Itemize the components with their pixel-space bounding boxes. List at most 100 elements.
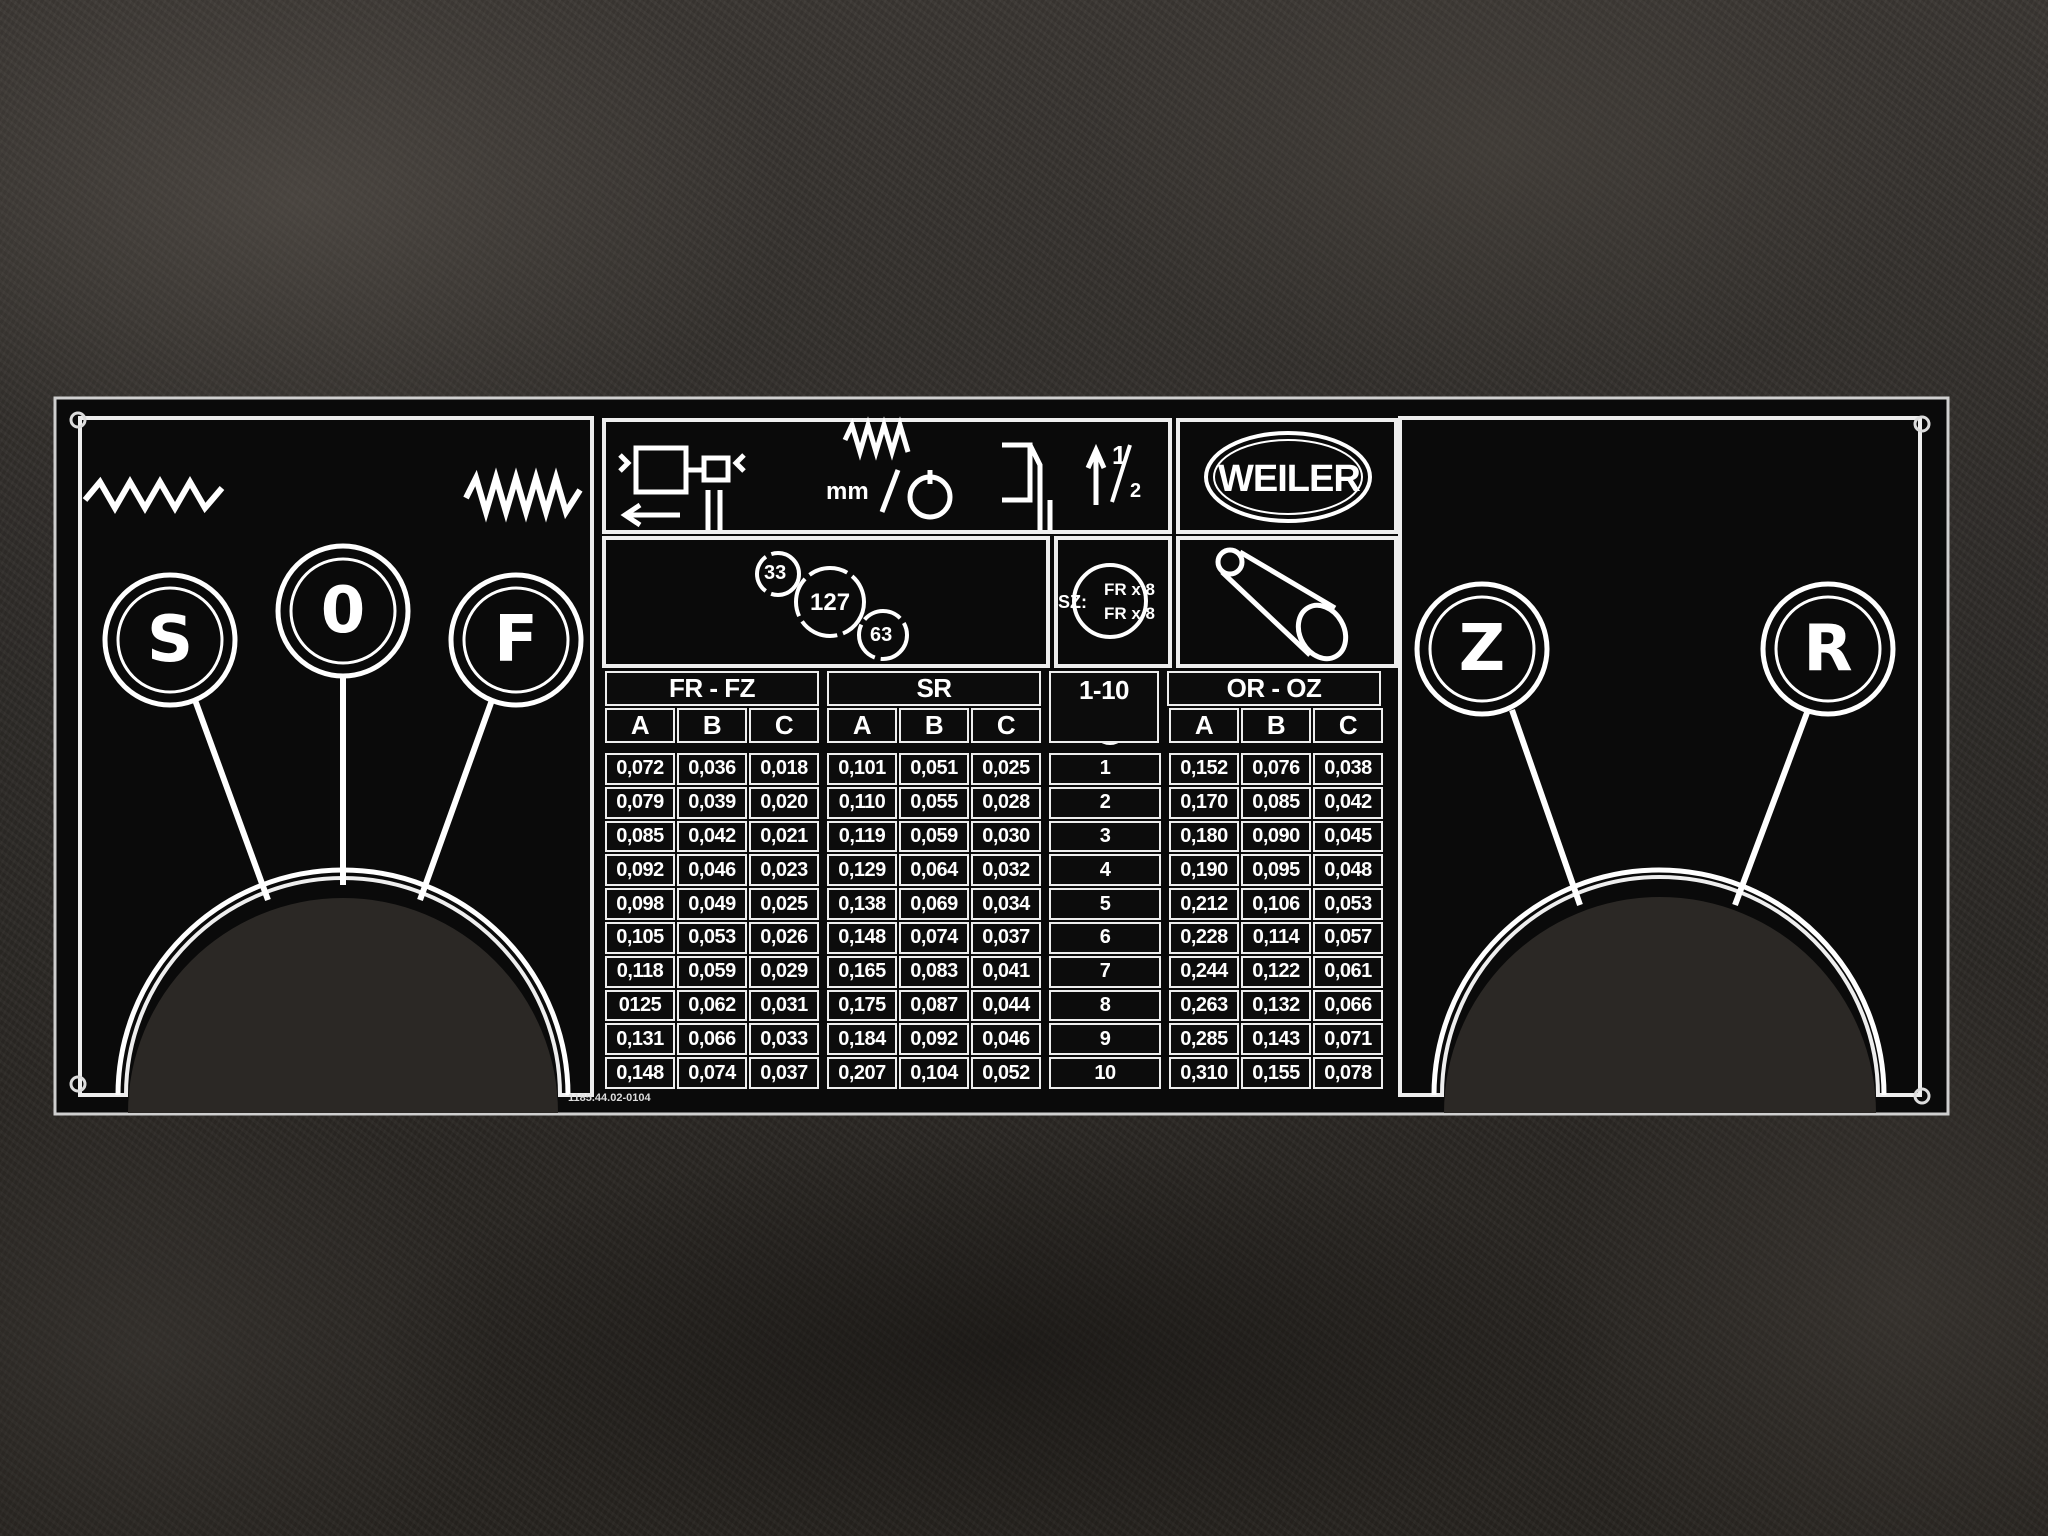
position-number: 10: [1049, 1057, 1161, 1089]
sr-value: 0,051: [899, 753, 969, 785]
subcol-header-b: B: [677, 708, 747, 743]
or-value: 0,076: [1241, 753, 1311, 785]
fr-value: 0,033: [749, 1023, 819, 1056]
or-value: 0,310: [1169, 1057, 1239, 1089]
fr-value: 0,042: [677, 820, 747, 853]
group-header: OR - OZ: [1167, 671, 1381, 706]
or-value: 0,228: [1169, 921, 1239, 954]
or-value: 0,244: [1169, 955, 1239, 988]
or-value: 0,170: [1169, 786, 1239, 819]
per-revolution-icon: [879, 469, 953, 520]
left-cutout: [128, 898, 558, 1113]
position-number: 5: [1049, 888, 1161, 920]
or-value: 0,085: [1241, 786, 1311, 819]
gear-63-label: 63: [870, 624, 893, 646]
tool-post-icon: [1002, 442, 1053, 530]
fr-value: 0,029: [749, 955, 819, 988]
fr-value: 0,039: [677, 786, 747, 819]
screw-holes: [69, 411, 1931, 1105]
or-value: 0,212: [1169, 888, 1239, 920]
knob-z-label[interactable]: Z: [1458, 612, 1506, 686]
fr-value: 0,026: [749, 921, 819, 954]
knob-s-label[interactable]: S: [146, 603, 194, 677]
fraction-denominator: 2: [1130, 480, 1142, 502]
subcol-header-b: B: [899, 708, 969, 743]
sr-value: 0,138: [827, 888, 897, 920]
fr-value: 0,053: [677, 921, 747, 954]
sr-value: 0,104: [899, 1057, 969, 1089]
sr-value: 0,037: [971, 921, 1041, 954]
group-header: SR: [827, 671, 1041, 706]
position-number: 8: [1049, 989, 1161, 1022]
subcol-header-c: C: [971, 708, 1041, 743]
or-value: 0,106: [1241, 888, 1311, 920]
mm-label: mm: [826, 478, 869, 505]
sr-value: 0,032: [971, 854, 1041, 887]
or-value: 0,045: [1313, 820, 1383, 853]
sr-value: 0,083: [899, 955, 969, 988]
fr-value: 0,066: [677, 1023, 747, 1056]
position-number: 3: [1049, 820, 1161, 853]
sr-value: 0,025: [971, 753, 1041, 785]
header-frames: [602, 418, 1398, 668]
sr-value: 0,069: [899, 888, 969, 920]
subcol-header-a: A: [1169, 708, 1239, 743]
or-value: 0,263: [1169, 989, 1239, 1022]
fr-value: 0,118: [605, 955, 675, 988]
sz-label: SZ:: [1058, 592, 1087, 612]
or-value: 0,048: [1313, 854, 1383, 887]
brand-logo-text: WEILER: [1218, 458, 1361, 500]
lever-lines: [192, 675, 1811, 907]
slow-feed-zigzag-icon: [82, 475, 225, 515]
sr-value: 0,184: [827, 1023, 897, 1056]
or-value: 0,053: [1313, 888, 1383, 920]
subcol-header-a: A: [827, 708, 897, 743]
right-panel-outline: [1398, 416, 1922, 1097]
fr-value: 0,098: [605, 888, 675, 920]
or-value: 0,122: [1241, 955, 1311, 988]
knob-0-label[interactable]: 0: [320, 574, 366, 648]
or-value: 0,190: [1169, 854, 1239, 887]
or-value: 0,180: [1169, 820, 1239, 853]
knob-f-label[interactable]: F: [494, 603, 538, 677]
fr-value: 0,046: [677, 854, 747, 887]
sr-value: 0,046: [971, 1023, 1041, 1056]
sr-value: 0,087: [899, 989, 969, 1022]
sr-value: 0,034: [971, 888, 1041, 920]
or-value: 0,114: [1241, 921, 1311, 954]
gear-127-label: 127: [810, 589, 851, 616]
group-header: FR - FZ: [605, 671, 819, 706]
fr-value: 0,036: [677, 753, 747, 785]
fr-value: 0,148: [605, 1057, 675, 1089]
or-value: 0,095: [1241, 854, 1311, 887]
or-value: 0,143: [1241, 1023, 1311, 1056]
belt-drive-icon: [1215, 547, 1349, 662]
or-value: 0,155: [1241, 1057, 1311, 1089]
part-number: 1185.44.02-0104: [568, 1092, 651, 1104]
knob-r-label[interactable]: R: [1803, 612, 1853, 686]
or-value: 0,042: [1313, 786, 1383, 819]
fr-value: 0,074: [677, 1057, 747, 1089]
fr-value: 0,072: [605, 753, 675, 785]
or-value: 0,066: [1313, 989, 1383, 1022]
fr-value: 0,079: [605, 786, 675, 819]
or-value: 0,038: [1313, 753, 1383, 785]
knob-circles: [102, 543, 1896, 717]
fr-value: 0,020: [749, 786, 819, 819]
carriage-icon: [618, 445, 746, 530]
fr-value: 0,037: [749, 1057, 819, 1089]
sr-value: 0,110: [827, 786, 897, 819]
fast-feed-zigzag-icon: [463, 467, 583, 523]
or-value: 0,057: [1313, 921, 1383, 954]
up-arrow-icon: [1085, 443, 1107, 505]
sr-value: 0,175: [827, 989, 897, 1022]
sr-value: 0,030: [971, 820, 1041, 853]
